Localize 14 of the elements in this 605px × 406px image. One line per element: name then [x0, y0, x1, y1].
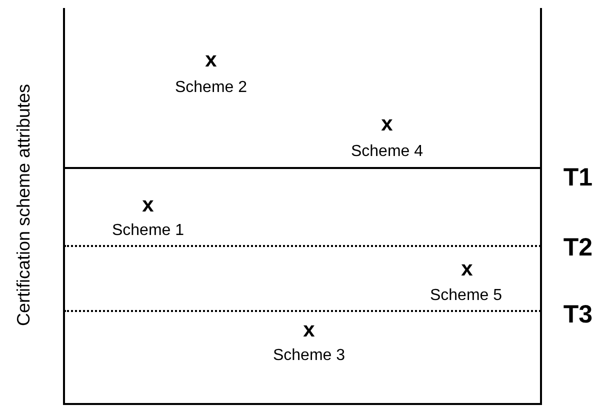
- point-label: Scheme 1: [112, 223, 184, 239]
- point-marker: x: [381, 114, 393, 134]
- point-marker: x: [205, 50, 217, 70]
- point-label: Scheme 4: [350, 144, 424, 160]
- point-marker: x: [461, 258, 473, 280]
- point-label: Scheme 3: [272, 348, 346, 364]
- point-marker: x: [303, 320, 315, 340]
- point-label: Scheme 5: [430, 288, 502, 304]
- point-marker: x: [142, 194, 154, 216]
- threshold-label: T2: [563, 236, 593, 260]
- point-label: Scheme 2: [174, 80, 248, 96]
- threshold-label: T1: [563, 166, 593, 190]
- threshold-label: T3: [563, 302, 593, 328]
- axis-title: Certification scheme attributes: [12, 84, 34, 326]
